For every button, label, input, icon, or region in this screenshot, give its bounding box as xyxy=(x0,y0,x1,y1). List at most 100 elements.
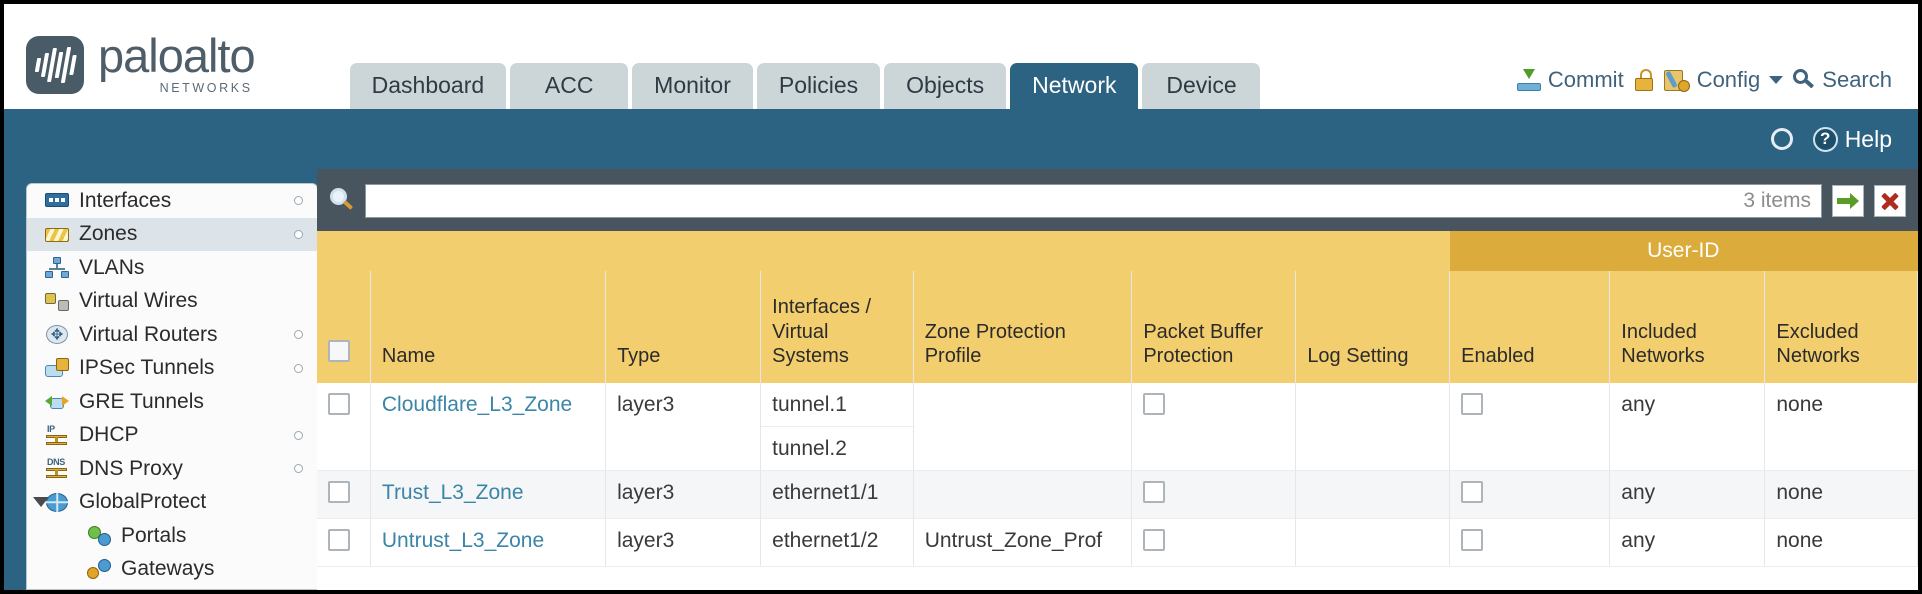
tab-device[interactable]: Device xyxy=(1142,62,1261,109)
sidebar-item-dns-proxy[interactable]: DNS DNS Proxy xyxy=(27,452,317,486)
globalprotect-icon xyxy=(45,492,69,513)
row-checkbox[interactable] xyxy=(328,392,350,415)
sidebar-item-gre-tunnels[interactable]: GRE Tunnels xyxy=(27,385,317,419)
refresh-icon[interactable] xyxy=(1769,127,1797,151)
tab-monitor[interactable]: Monitor xyxy=(632,62,753,109)
userid-enabled-checkbox[interactable] xyxy=(1461,529,1484,552)
cell-name[interactable]: Cloudflare_L3_Zone xyxy=(370,382,607,471)
sidebar-item-portals[interactable]: Portals xyxy=(27,519,317,553)
cell-userid-enabled[interactable] xyxy=(1449,470,1611,520)
brand-text: paloalto NETWORKS xyxy=(98,33,256,95)
column-header-zone-protection-profile[interactable]: Zone Protection Profile xyxy=(913,270,1133,383)
row-checkbox[interactable] xyxy=(328,529,350,552)
zone-name-link[interactable]: Trust_L3_Zone xyxy=(381,480,524,504)
status-dot xyxy=(294,430,303,440)
network-sidebar: Interfaces Zones VLANs xyxy=(26,183,318,590)
config-menu[interactable]: Config xyxy=(1663,67,1784,93)
row-checkbox[interactable] xyxy=(328,480,350,503)
cell-interfaces: ethernet1/2 xyxy=(760,518,914,568)
cell-log-setting xyxy=(1295,518,1451,568)
zone-name-link[interactable]: Untrust_L3_Zone xyxy=(381,529,545,553)
lock-icon[interactable] xyxy=(1634,69,1654,91)
tab-policies[interactable]: Policies xyxy=(756,62,881,109)
sidebar-item-label: GlobalProtect xyxy=(79,490,207,514)
paloalto-logo-icon xyxy=(26,35,84,94)
cell-zone-protection-profile: Untrust_Zone_Prof xyxy=(913,518,1133,568)
brand-tagline: NETWORKS xyxy=(159,81,253,95)
status-dot xyxy=(294,363,303,373)
commit-button[interactable]: Commit xyxy=(1516,67,1624,93)
sidebar-item-globalprotect[interactable]: GlobalProtect xyxy=(27,486,317,520)
cell-userid-enabled[interactable] xyxy=(1449,382,1611,471)
column-header-interfaces[interactable]: Interfaces / Virtual Systems xyxy=(760,270,914,383)
filter-input[interactable]: 3 items xyxy=(365,184,1822,218)
cell-name[interactable]: Trust_L3_Zone xyxy=(370,470,607,520)
column-header-packet-buffer-protection[interactable]: Packet Buffer Protection xyxy=(1131,270,1297,383)
sidebar-item-label: Interfaces xyxy=(79,188,172,212)
column-header-enabled[interactable]: Enabled xyxy=(1449,270,1611,383)
chevron-down-icon xyxy=(1769,76,1784,84)
tab-acc[interactable]: ACC xyxy=(510,62,629,109)
packet-buffer-protection-checkbox[interactable] xyxy=(1143,529,1166,552)
sidebar-item-vlans[interactable]: VLANs xyxy=(27,251,317,285)
table-row[interactable]: Trust_L3_Zone layer3 ethernet1/1 xyxy=(317,470,1918,520)
filter-bar: 3 items xyxy=(317,169,1918,231)
config-label: Config xyxy=(1696,67,1761,92)
status-dot xyxy=(294,229,303,239)
sidebar-item-label: Virtual Routers xyxy=(79,322,218,346)
cell-packet-buffer-protection[interactable] xyxy=(1131,470,1297,520)
tab-dashboard[interactable]: Dashboard xyxy=(349,62,507,109)
sidebar-item-virtual-routers[interactable]: ✥ Virtual Routers xyxy=(27,318,317,352)
sidebar-item-ipsec-tunnels[interactable]: IPSec Tunnels xyxy=(27,352,317,386)
body-area: Interfaces Zones VLANs xyxy=(4,169,1918,590)
table-row[interactable]: Untrust_L3_Zone layer3 ethernet1/2 Untru… xyxy=(317,518,1918,568)
column-header-included-networks[interactable]: Included Networks xyxy=(1609,270,1766,383)
cell-included-networks: any xyxy=(1609,382,1766,471)
sidebar-item-gateways[interactable]: Gateways xyxy=(27,553,317,587)
row-select-cell[interactable] xyxy=(317,518,371,568)
app-header: paloalto NETWORKS Dashboard ACC Monitor … xyxy=(4,4,1918,109)
table-row[interactable]: Cloudflare_L3_Zone layer3 tunnel.1 tunne… xyxy=(317,382,1918,471)
cell-userid-enabled[interactable] xyxy=(1449,518,1611,568)
search-icon[interactable] xyxy=(329,188,355,214)
sidebar-item-interfaces[interactable]: Interfaces xyxy=(27,184,317,218)
brand-logo[interactable]: paloalto NETWORKS xyxy=(4,33,256,109)
select-all-checkbox[interactable] xyxy=(328,340,350,363)
sidebar-item-dhcp[interactable]: IP DHCP xyxy=(27,419,317,453)
commit-label: Commit xyxy=(1547,67,1624,92)
tab-objects[interactable]: Objects xyxy=(884,62,1007,109)
packet-buffer-protection-checkbox[interactable] xyxy=(1143,392,1166,415)
table-head: User-ID Name Type Interfaces / Virtual S… xyxy=(317,231,1918,383)
userid-enabled-checkbox[interactable] xyxy=(1461,480,1484,503)
cell-name[interactable]: Untrust_L3_Zone xyxy=(370,518,607,568)
column-header-name[interactable]: Name xyxy=(370,270,607,383)
zone-name-link[interactable]: Cloudflare_L3_Zone xyxy=(381,392,573,416)
packet-buffer-protection-checkbox[interactable] xyxy=(1143,480,1166,503)
sidebar-item-zones[interactable]: Zones xyxy=(27,217,317,251)
search-label: Search xyxy=(1822,67,1892,92)
apply-filter-button[interactable] xyxy=(1832,185,1864,217)
sidebar-item-virtual-wires[interactable]: Virtual Wires xyxy=(27,285,317,319)
interface-entry: tunnel.2 xyxy=(772,436,847,460)
help-link[interactable]: ? Help xyxy=(1812,126,1892,153)
cell-zone-protection-profile xyxy=(913,470,1133,520)
cell-packet-buffer-protection[interactable] xyxy=(1131,382,1297,471)
userid-enabled-checkbox[interactable] xyxy=(1461,392,1484,415)
cell-packet-buffer-protection[interactable] xyxy=(1131,518,1297,568)
sidebar-item-label: IPSec Tunnels xyxy=(79,356,215,380)
search-button[interactable]: Search xyxy=(1793,67,1892,93)
clear-filter-button[interactable] xyxy=(1874,185,1906,217)
expand-triangle-icon[interactable] xyxy=(33,497,49,508)
column-header-log-setting[interactable]: Log Setting xyxy=(1295,270,1451,383)
zones-table-container: User-ID Name Type Interfaces / Virtual S… xyxy=(317,231,1918,590)
row-select-cell[interactable] xyxy=(317,470,371,520)
row-select-cell[interactable] xyxy=(317,382,371,471)
column-header-excluded-networks[interactable]: Excluded Networks xyxy=(1764,270,1918,383)
tab-network[interactable]: Network xyxy=(1010,62,1139,109)
sidebar-item-label: Portals xyxy=(121,523,187,547)
select-all-header[interactable] xyxy=(317,270,371,383)
cell-interfaces: tunnel.1 tunnel.2 xyxy=(760,382,914,471)
column-header-type[interactable]: Type xyxy=(605,270,762,383)
cell-excluded-networks: none xyxy=(1764,518,1918,568)
